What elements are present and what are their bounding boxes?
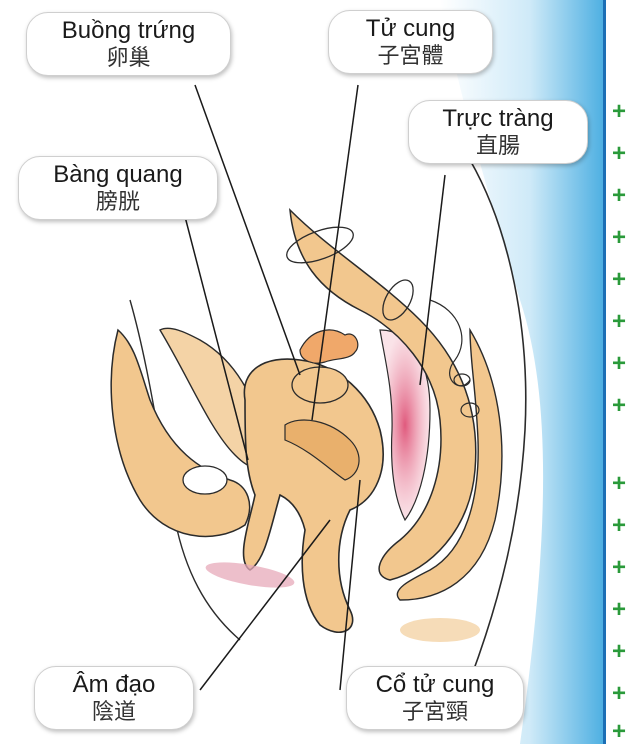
buttock-shade [400,618,480,642]
label-cervix: Cổ tử cung 子宮頸 [346,666,524,730]
plus-icon: + [612,100,626,124]
label-bladder-vi: Bàng quang [27,161,209,189]
label-ovary-zh: 卵巢 [35,45,222,71]
label-ovary-vi: Buồng trứng [35,17,222,45]
plus-icon: + [612,268,626,292]
label-rectum-vi: Trực tràng [417,105,579,133]
ovary-shape [292,367,348,403]
pubic-hole [183,466,227,494]
label-rectum: Trực tràng 直腸 [408,100,588,164]
plus-icon: + [612,394,626,418]
panel-divider [603,0,606,744]
plus-icon: + [612,184,626,208]
plus-icon: + [612,310,626,334]
label-cervix-zh: 子宮頸 [355,699,515,725]
plus-icon: + [612,226,626,250]
plus-icon: + [612,472,626,496]
plus-icon: + [612,142,626,166]
label-bladder: Bàng quang 膀胱 [18,156,218,220]
label-uterus-vi: Tử cung [337,15,484,43]
label-cervix-vi: Cổ tử cung [355,671,515,699]
plus-icon: + [612,598,626,622]
label-ovary: Buồng trứng 卵巢 [26,12,231,76]
plus-icon: + [612,352,626,376]
label-uterus-zh: 子宮體 [337,43,484,69]
leader-ovary [195,85,300,375]
label-bladder-zh: 膀胱 [27,189,209,215]
label-rectum-zh: 直腸 [417,133,579,159]
fallopian-fimbria [300,330,358,363]
plus-icon: + [612,514,626,538]
plus-icon: + [612,720,626,744]
plus-icon: + [612,640,626,664]
plus-icon: + [612,682,626,706]
plus-icon: + [612,556,626,580]
label-uterus: Tử cung 子宮體 [328,10,493,74]
label-vagina-vi: Âm đạo [43,671,185,699]
label-vagina-zh: 陰道 [43,699,185,725]
label-vagina: Âm đạo 陰道 [34,666,194,730]
